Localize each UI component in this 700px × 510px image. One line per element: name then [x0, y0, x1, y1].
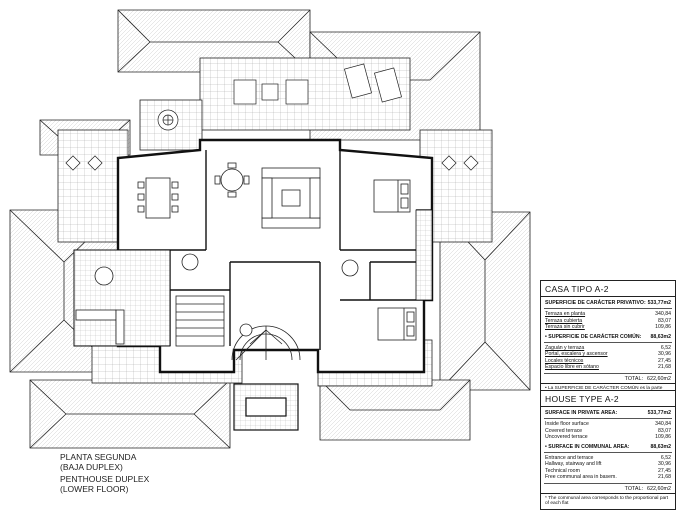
area-table-es: CASA TIPO A-2 SUPERFICIE DE CARÁCTER PRI…: [540, 280, 676, 400]
private-header-en-label: SURFACE IN PRIVATE AREA:: [545, 410, 618, 416]
row-value: 27,45: [658, 357, 671, 364]
area-table-es-title: CASA TIPO A-2: [541, 281, 675, 297]
private-header-es: SUPERFICIE DE CARÁCTER PRIVATIVO: 533,77…: [541, 300, 675, 306]
bedroom-bed-lower: [377, 307, 417, 341]
total-en: TOTAL: 622,60m2: [541, 486, 675, 493]
common-row-es: Locales técnicos 27,45: [541, 358, 675, 364]
private-sep-es: [544, 308, 672, 310]
row-label: Portal, escalera y ascensor: [545, 351, 608, 358]
private-row-en: Uncovered terrace 109,86: [541, 434, 675, 440]
row-value: 340,84: [655, 421, 671, 428]
floor-caption-en: PENTHOUSE DUPLEX (LOWER FLOOR): [60, 474, 149, 494]
living-sofas: [261, 167, 321, 229]
common-header-en-total: 88,63m2: [650, 443, 671, 450]
row-value: 83,07: [658, 317, 671, 324]
row-label: Terraza sin cubrir: [545, 324, 585, 331]
row-label: Uncovered terrace: [545, 434, 588, 441]
roof-bottom-right: [319, 379, 471, 441]
private-row-en: Covered terrace 83,07: [541, 428, 675, 434]
row-value: 109,86: [655, 434, 671, 441]
common-sep-en: [544, 452, 672, 454]
row-value: 6,52: [660, 345, 671, 352]
total-sep-en: [544, 482, 672, 484]
caption-es-line1: PLANTA SEGUNDA: [60, 452, 137, 462]
row-value: 27,45: [658, 467, 671, 474]
common-header-en-label: • SURFACE IN COMMUNAL AREA:: [545, 443, 630, 450]
total-sep-es: [544, 372, 672, 374]
column-circles: [181, 253, 359, 337]
private-row-es: Terraza en planta 340,84: [541, 311, 675, 317]
total-es-label: TOTAL:: [624, 375, 644, 382]
caption-en-line1: PENTHOUSE DUPLEX: [60, 474, 150, 484]
private-header-es-total: 533,77m2: [647, 300, 671, 306]
roof-right: [439, 211, 531, 391]
row-value: 30,96: [658, 461, 671, 468]
row-label: Free communal area in basem.: [545, 474, 617, 481]
common-header-es-total: 88,63m2: [650, 333, 671, 340]
row-label: Terraza en planta: [545, 311, 586, 318]
area-table-en: HOUSE TYPE A-2 SURFACE IN PRIVATE AREA: …: [540, 390, 676, 510]
caption-es-line2: (BAJA DUPLEX): [60, 462, 123, 472]
area-table-en-title: HOUSE TYPE A-2: [541, 391, 675, 407]
common-row-en: Free communal area in basem. 21,68: [541, 474, 675, 480]
caption-en-line2: (LOWER FLOOR): [60, 484, 129, 494]
row-value: 30,96: [658, 351, 671, 358]
entrance-porch: [233, 383, 299, 431]
row-label: Espacio libre en sótano: [545, 364, 599, 371]
kitchen-fixtures: [75, 266, 125, 345]
total-en-label: TOTAL:: [624, 485, 644, 492]
roof-bottom-left: [29, 379, 231, 449]
common-row-es: Zaguán y terraza 6,52: [541, 345, 675, 351]
row-value: 109,86: [655, 324, 671, 331]
private-sep-en: [544, 418, 672, 420]
row-value: 340,84: [655, 311, 671, 318]
dining-table: [137, 177, 179, 219]
private-row-es: Terraza cubierta 83,07: [541, 318, 675, 324]
row-label: Entrance and terrace: [545, 455, 594, 462]
stair-upper: [175, 295, 225, 347]
row-value: 6,52: [660, 455, 671, 462]
row-label: Locales técnicos: [545, 357, 584, 364]
common-row-en: Entrance and terrace 6,52: [541, 455, 675, 461]
common-row-es: Portal, escalera y ascensor 30,96: [541, 351, 675, 357]
private-header-en-total: 533,77m2: [647, 410, 671, 416]
common-row-en: Technical room 27,45: [541, 468, 675, 474]
row-value: 21,68: [658, 364, 671, 371]
common-row-en: Hallway, stairway and lift 30,96: [541, 461, 675, 467]
row-value: 83,07: [658, 427, 671, 434]
common-header-es-label: • SUPERFICIE DE CARÁCTER COMÚN:: [545, 333, 642, 340]
private-row-es: Terraza sin cubrir 109,86: [541, 324, 675, 330]
row-label: Technical room: [545, 467, 580, 474]
row-label: Inside floor surface: [545, 421, 589, 428]
total-en-value: 622,60m2: [647, 485, 671, 492]
stair-lower: [231, 325, 301, 361]
row-label: Terraza cubierta: [545, 317, 583, 324]
terrace-furniture: [65, 63, 479, 171]
private-row-en: Inside floor surface 340,84: [541, 421, 675, 427]
common-header-es: • SUPERFICIE DE CARÁCTER COMÚN: 88,63m2: [541, 334, 675, 340]
common-header-en: • SURFACE IN COMMUNAL AREA: 88,63m2: [541, 444, 675, 450]
common-row-es: Espacio libre en sótano 21,68: [541, 364, 675, 370]
note-en: * The communal area corresponds to the p…: [541, 492, 675, 509]
floor-plan-drawing: [9, 9, 531, 449]
floor-caption-es: PLANTA SEGUNDA (BAJA DUPLEX): [60, 452, 136, 472]
house-walls: [116, 138, 434, 374]
private-header-es-label: SUPERFICIE DE CARÁCTER PRIVATIVO:: [545, 300, 646, 306]
round-table: [214, 162, 250, 198]
bath-floor: [415, 209, 433, 301]
private-header-en: SURFACE IN PRIVATE AREA: 533,77m2: [541, 410, 675, 416]
row-label: Covered terrace: [545, 427, 583, 434]
row-label: Hallway, stairway and lift: [545, 461, 602, 468]
row-label: Zaguán y terraza: [545, 345, 585, 352]
total-es: TOTAL: 622,60m2: [541, 376, 675, 383]
bedroom-bed-upper: [373, 179, 411, 213]
common-sep-es: [544, 342, 672, 344]
row-value: 21,68: [658, 474, 671, 481]
total-es-value: 622,60m2: [647, 375, 671, 382]
